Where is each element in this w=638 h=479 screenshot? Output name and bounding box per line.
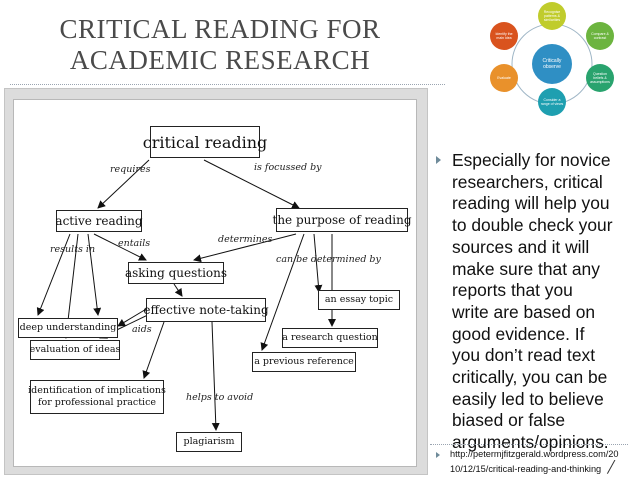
- cycle-node-label: Consider a range of views: [540, 98, 564, 106]
- cycle-center-label: Critically observe: [542, 58, 562, 70]
- bullet-line: write are based on: [452, 301, 596, 322]
- edge-label-determines: determines: [218, 234, 273, 245]
- bullet-line: reading will help you: [452, 193, 610, 214]
- edge-label-requires: requires: [110, 164, 151, 175]
- edge-label-entails: entails: [118, 238, 151, 249]
- edge-label-can-be-determined-by: can be determined by: [276, 254, 381, 265]
- node-effective-note-taking: effective note-taking: [143, 298, 269, 322]
- edge-label-results-in: results in: [50, 244, 96, 255]
- bullet-line: easily led to believe: [452, 388, 604, 409]
- slide-title: CRITICAL READING FOR ACADEMIC RESEARCH: [40, 14, 400, 76]
- url-bullet-arrow-icon: [436, 452, 440, 458]
- node-label: evaluation of ideas: [29, 344, 121, 355]
- bullet-arrow-icon: [436, 156, 441, 164]
- bullet-line: make sure that any: [452, 258, 600, 279]
- node-label: plagiarism: [183, 436, 235, 447]
- node-label: deep understanding: [19, 322, 117, 333]
- bullet-line: good evidence. If: [452, 323, 585, 344]
- bullet-paragraph: Especially for novice researchers, criti…: [452, 150, 638, 454]
- edge-label-is-focussed-by: is focussed by: [254, 162, 322, 173]
- cycle-node-label: Identify the main idea: [495, 32, 513, 40]
- critical-thinking-cycle-thumbnail: Critically observe Recognise patterns & …: [472, 0, 632, 128]
- bullet-line: researchers, critical: [452, 171, 603, 192]
- bullet-line: biased or false: [452, 410, 566, 431]
- node-label: the purpose of reading: [272, 212, 412, 227]
- node-label-line-2: for professional practice: [37, 397, 157, 408]
- bullet-line: Especially for novice: [452, 150, 611, 170]
- node-research-question: a research question: [282, 328, 378, 348]
- bullet-line: reports that you: [452, 280, 573, 301]
- node-purpose-of-reading: the purpose of reading: [273, 208, 412, 232]
- title-line-1: CRITICAL READING FOR: [59, 14, 381, 44]
- node-asking-questions: asking questions: [124, 262, 228, 284]
- cycle-node-label: Question beliefs & assumptions: [590, 72, 610, 84]
- concept-map: critical reading active reading the purp…: [13, 99, 417, 467]
- concept-map-frame: critical reading active reading the purp…: [4, 88, 428, 475]
- cycle-node-label: Evaluate: [497, 76, 511, 80]
- cycle-node-4: Consider a range of views: [538, 88, 566, 116]
- source-url-line-1[interactable]: http://petermjfitzgerald.wordpress.com/2…: [450, 449, 619, 459]
- node-identification-of-implications: identification of implications for profe…: [28, 380, 166, 414]
- cycle-node-2: Compare & contrast: [586, 22, 614, 50]
- cycle-node-label: Recognise patterns & similarities: [543, 10, 561, 22]
- node-label: critical reading: [142, 132, 268, 152]
- node-label: asking questions: [124, 265, 228, 280]
- node-essay-topic: an essay topic: [318, 290, 400, 310]
- edge-label-aids: aids: [132, 324, 152, 335]
- node-label: an essay topic: [324, 294, 394, 305]
- node-label: effective note-taking: [143, 302, 269, 317]
- title-divider: [10, 84, 445, 85]
- node-critical-reading: critical reading: [143, 126, 267, 158]
- bullet-line: sources and it will: [452, 236, 590, 257]
- node-label: a research question: [282, 332, 378, 343]
- node-plagiarism: plagiarism: [176, 432, 242, 452]
- node-previous-reference: a previous reference: [252, 352, 356, 372]
- edge-label-helps-to-avoid: helps to avoid: [186, 392, 254, 403]
- node-deep-understanding: deep understanding: [18, 318, 118, 338]
- node-evaluation-of-ideas: evaluation of ideas: [30, 340, 120, 360]
- bullet-divider: [430, 444, 628, 445]
- bullet-line: arguments/opinions.: [452, 432, 609, 453]
- cycle-node-1: Recognise patterns & similarities: [538, 2, 566, 30]
- cycle-node-3: Question beliefs & assumptions: [586, 64, 614, 92]
- bullet-line: you don’t read text: [452, 345, 596, 366]
- node-label: active reading: [55, 213, 143, 228]
- source-url-line-2[interactable]: 10/12/15/critical-reading-and-thinking: [450, 464, 602, 474]
- title-line-2: ACADEMIC RESEARCH: [69, 45, 371, 75]
- cycle-node-label: Compare & contrast: [591, 32, 609, 40]
- cycle-center-node: Critically observe: [532, 44, 572, 84]
- node-label: a previous reference: [254, 356, 354, 367]
- bullet-line: critically, you can be: [452, 367, 608, 388]
- cycle-node-6: Identify the main idea: [490, 22, 518, 50]
- node-active-reading: active reading: [55, 210, 143, 232]
- cycle-node-5: Evaluate: [490, 64, 518, 92]
- bullet-line: to double check your: [452, 215, 613, 236]
- node-label-line-1: identification of implications: [28, 385, 166, 396]
